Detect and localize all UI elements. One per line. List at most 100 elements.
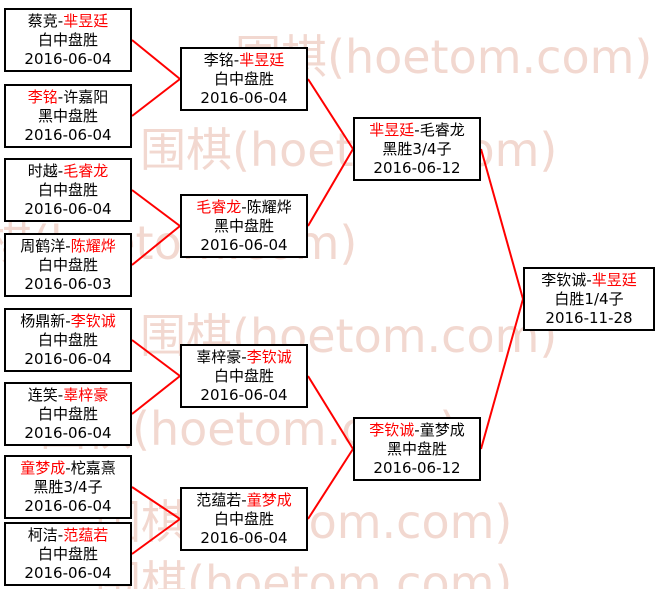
player2-name: 毛睿龙 — [63, 161, 109, 180]
match-players: 辜梓豪-李钦诚 — [196, 348, 291, 367]
connector-line — [131, 39, 181, 80]
player2-name: 芈昱廷 — [591, 270, 637, 289]
connector-line — [131, 375, 181, 415]
players-separator: - — [241, 197, 247, 216]
player1-name: 杨鼎新 — [20, 311, 66, 330]
player1-name: 时越 — [27, 161, 58, 180]
match-result: 白中盘胜 — [37, 180, 98, 199]
match-result: 白中盘胜 — [37, 30, 98, 49]
match-result: 黑中盘胜 — [386, 439, 447, 458]
match-result: 黑胜3/4子 — [33, 477, 103, 496]
match-result: 白胜1/4子 — [554, 289, 624, 308]
players-separator: - — [57, 525, 64, 544]
match-result: 白中盘胜 — [213, 69, 274, 88]
players-separator: - — [57, 385, 64, 404]
match-result: 黑中盘胜 — [213, 216, 274, 235]
match-players: 周鹤洋-陈耀烨 — [20, 237, 115, 256]
players-separator: - — [233, 50, 240, 69]
connector-line — [307, 78, 354, 150]
match-date: 2016-06-04 — [24, 563, 112, 582]
match-result: 白中盘胜 — [213, 509, 274, 528]
match-players: 李铭-芈昱廷 — [204, 51, 284, 70]
match-result: 白中盘胜 — [37, 404, 98, 423]
connector-line — [480, 148, 524, 300]
match-date: 2016-06-04 — [24, 125, 112, 144]
match-date: 2016-06-04 — [24, 199, 112, 218]
player2-name: 芈昱廷 — [63, 11, 109, 30]
player1-name: 芈昱廷 — [369, 120, 415, 139]
connector-line — [307, 148, 354, 227]
players-separator: - — [586, 270, 592, 289]
player1-name: 范蕴若 — [196, 490, 242, 509]
match-players: 柯洁-范蕴若 — [28, 526, 108, 545]
player2-name: 李钦诚 — [70, 311, 116, 330]
match-date: 2016-11-28 — [545, 308, 633, 327]
match-result: 白中盘胜 — [37, 255, 98, 274]
players-separator: - — [57, 87, 64, 106]
players-separator: - — [241, 490, 247, 509]
player2-name: 童梦成 — [246, 490, 292, 509]
match-date: 2016-06-12 — [373, 458, 461, 477]
player1-name: 李钦诚 — [541, 270, 587, 289]
player1-name: 李铭 — [27, 87, 58, 106]
players-separator: - — [241, 347, 247, 366]
match-players: 童梦成-柁嘉熹 — [20, 459, 115, 478]
connector-line — [480, 298, 524, 450]
player1-name: 柯洁 — [27, 525, 58, 544]
player2-name: 柁嘉熹 — [70, 458, 116, 477]
player2-name: 李钦诚 — [246, 347, 292, 366]
match-result: 白中盘胜 — [37, 330, 98, 349]
players-separator: - — [414, 120, 420, 139]
connector-line — [131, 518, 181, 555]
match-date: 2016-06-04 — [24, 496, 112, 515]
match-players: 杨鼎新-李钦诚 — [20, 312, 115, 331]
player1-name: 周鹤洋 — [20, 236, 66, 255]
match-date: 2016-06-04 — [24, 49, 112, 68]
player2-name: 童梦成 — [419, 420, 465, 439]
match-date: 2016-06-04 — [24, 423, 112, 442]
player1-name: 辜梓豪 — [196, 347, 242, 366]
player1-name: 连笑 — [27, 385, 58, 404]
players-separator: - — [57, 161, 64, 180]
player2-name: 辜梓豪 — [63, 385, 109, 404]
players-separator: - — [414, 420, 420, 439]
player1-name: 童梦成 — [20, 458, 66, 477]
match-players: 李铭-许嘉阳 — [28, 88, 108, 107]
player1-name: 李钦诚 — [369, 420, 415, 439]
match-result: 黑胜3/4子 — [382, 139, 452, 158]
match-date: 2016-06-04 — [200, 235, 288, 254]
connector-line — [131, 486, 181, 520]
match-date: 2016-06-04 — [200, 528, 288, 547]
match-date: 2016-06-03 — [24, 274, 112, 293]
match-players: 连笑-辜梓豪 — [28, 386, 108, 405]
match-date: 2016-06-04 — [200, 88, 288, 107]
player2-name: 范蕴若 — [63, 525, 109, 544]
connector-line — [131, 225, 181, 266]
player1-name: 毛睿龙 — [196, 197, 242, 216]
match-players: 芈昱廷-毛睿龙 — [369, 121, 464, 140]
connector-line — [131, 189, 181, 227]
players-separator: - — [65, 458, 71, 477]
player1-name: 李铭 — [203, 50, 234, 69]
match-date: 2016-06-12 — [373, 158, 461, 177]
players-separator: - — [57, 11, 64, 30]
player2-name: 许嘉阳 — [63, 87, 109, 106]
connector-line — [131, 78, 181, 117]
player2-name: 毛睿龙 — [419, 120, 465, 139]
connector-line — [131, 339, 181, 377]
